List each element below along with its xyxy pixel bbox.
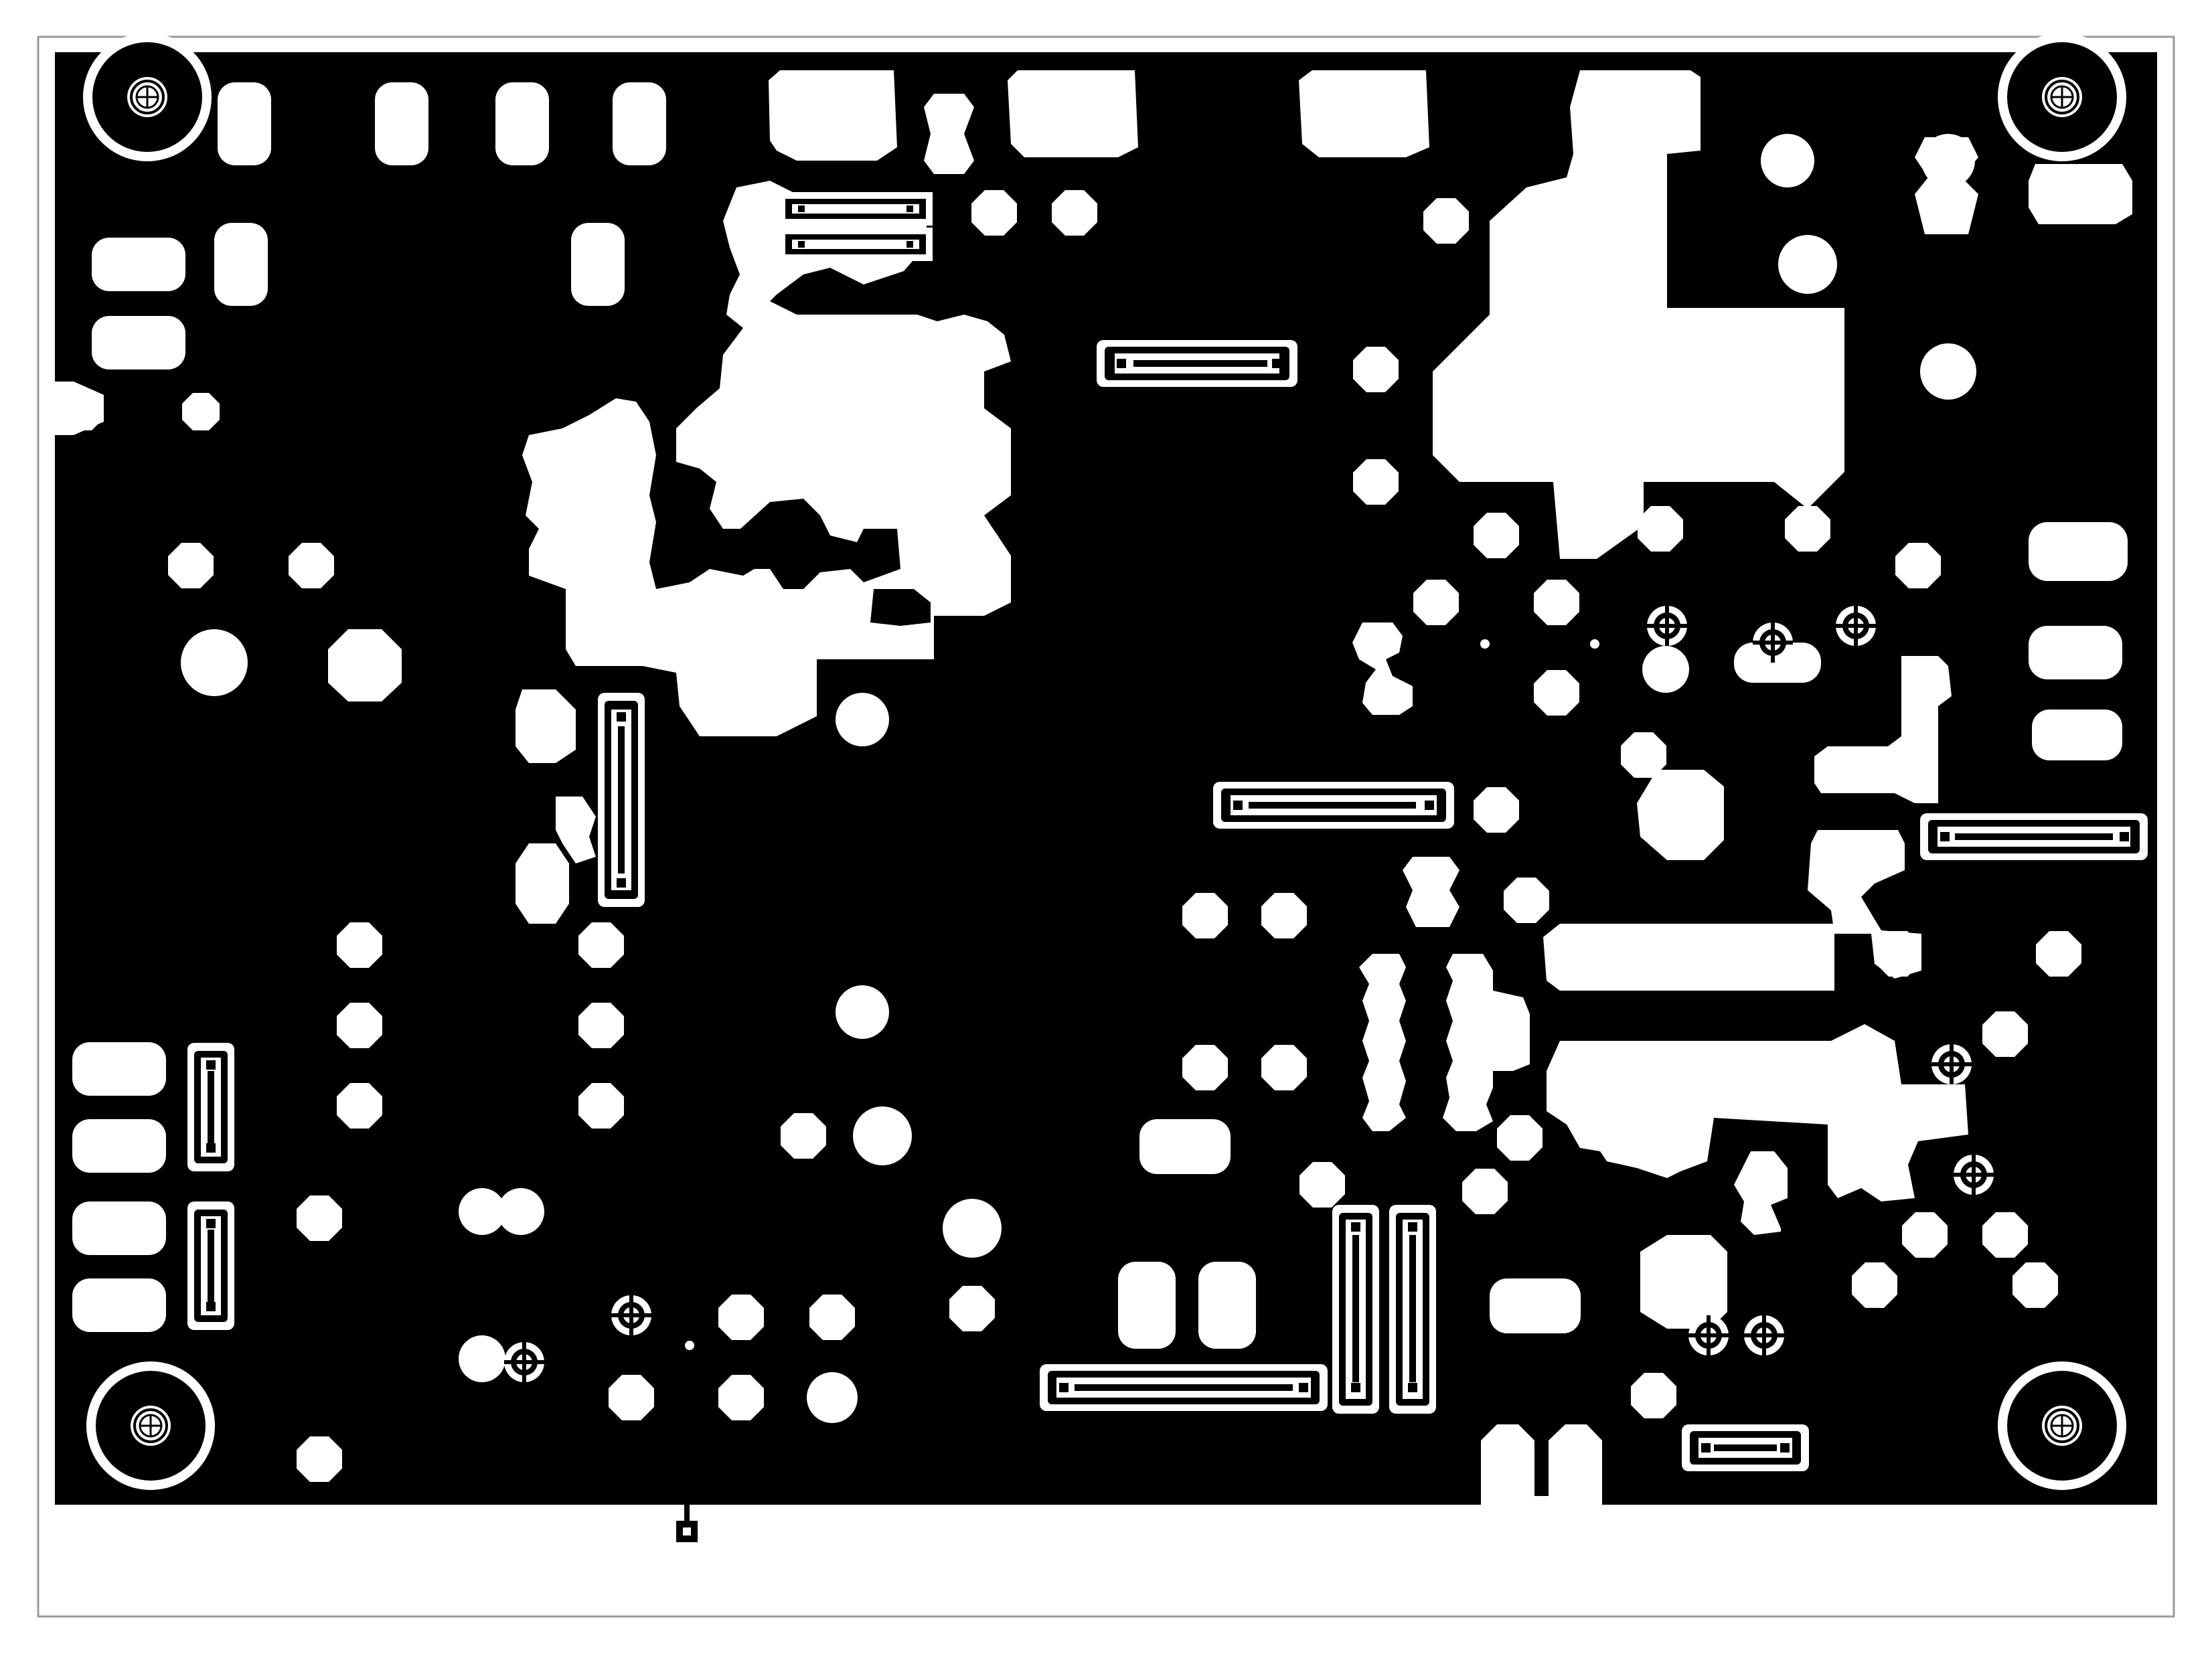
board-outline: [37, 35, 2175, 1618]
pad-cutouts: [65, 70, 2132, 1482]
vias: [685, 639, 1599, 1350]
jumper-traces: [187, 192, 2148, 1542]
copper-islands: [730, 499, 931, 626]
